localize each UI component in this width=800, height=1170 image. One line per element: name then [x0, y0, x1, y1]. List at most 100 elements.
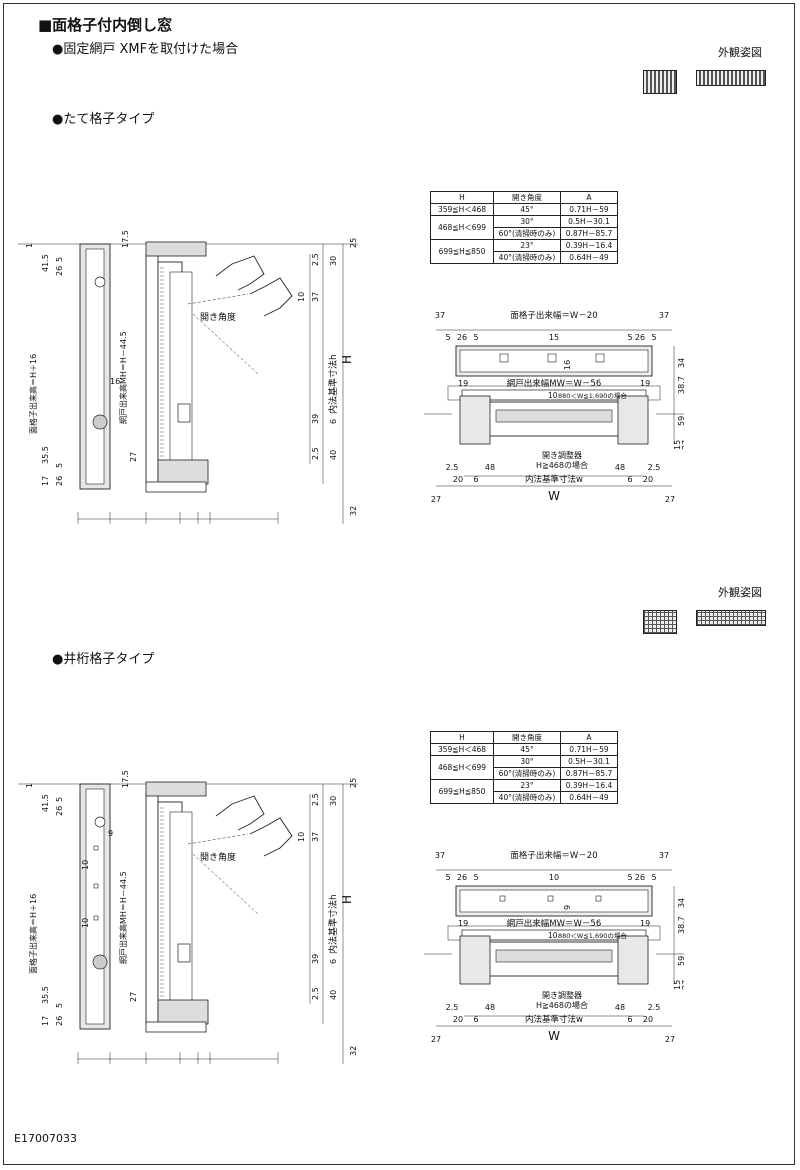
drawing-part	[547, 895, 554, 902]
dim-label: 26	[55, 266, 64, 276]
vertical-grille-small-icon	[643, 70, 677, 94]
dim-label: 25	[349, 778, 358, 788]
page-subtitle: ●固定網戸 XMFを取付けた場合	[52, 42, 239, 57]
dim-label: 19	[640, 919, 650, 928]
dim-label: 37	[435, 311, 445, 320]
table-cell: 0.39H－16.4	[560, 239, 618, 252]
dim-label: 15	[673, 980, 682, 990]
drawing-part	[169, 811, 193, 1003]
table-cell: 0.39H－16.4	[560, 779, 618, 792]
dim-label: 34	[677, 358, 684, 368]
dim-label: 2.5	[648, 463, 661, 472]
dim-label: 37	[435, 851, 445, 860]
table-cell: 0.71H－59	[560, 743, 618, 756]
table-header: 開き角度	[493, 731, 561, 744]
dim-label: 37	[659, 311, 669, 320]
adjuster-condition: H≧468の場合	[536, 460, 588, 470]
drawing-part	[447, 385, 661, 401]
table-cell: 0.5H－30.1	[560, 215, 618, 228]
dim-label: 32	[349, 1046, 358, 1056]
dim-label: 27	[129, 992, 138, 1002]
appearance-label: 外観姿図	[718, 46, 762, 59]
dim-label: 15	[673, 440, 682, 450]
dim-label: 2.5	[446, 463, 459, 472]
sash-profile	[249, 277, 293, 317]
range-note: 880＜W≦1,690の場合	[558, 391, 627, 400]
dim-label: 16	[110, 377, 120, 386]
table-header: A	[560, 191, 618, 204]
table-row: 60°(清掃時のみ)0.87H－85.7	[431, 227, 618, 240]
table-cell: 40°(清掃時のみ)	[493, 251, 561, 264]
adjuster-condition: H≧468の場合	[536, 1000, 588, 1010]
drawing-part	[93, 845, 99, 851]
dim-label: 20	[643, 1015, 653, 1024]
dim-label: 26	[635, 873, 645, 882]
table-cell: 0.64H－49	[560, 251, 618, 264]
dim-label: 37	[659, 851, 669, 860]
dim-label: 26	[457, 873, 467, 882]
dim-label: 5	[445, 873, 450, 882]
drawing-part	[459, 395, 491, 445]
dim-label: 5	[55, 1003, 64, 1008]
drawing-part	[595, 353, 605, 363]
dim-label: 5	[473, 333, 478, 342]
table-cell: 468≦H＜699	[430, 755, 494, 780]
dim-label: 27	[129, 452, 138, 462]
table-header: 開き角度	[493, 191, 561, 204]
face-height-label: 面格子出来高＝H＋16	[28, 894, 38, 974]
dim-label: 19	[458, 919, 468, 928]
drawing-part	[547, 353, 557, 363]
drawing-part	[447, 925, 661, 941]
table-cell: 359≦H＜468	[430, 743, 494, 756]
drawing-part	[495, 409, 613, 423]
dim-label: 59	[677, 956, 684, 966]
drawing-part	[495, 949, 613, 963]
dim-label: 32	[349, 506, 358, 516]
inner-h-label: 内法基準寸法h	[327, 894, 339, 954]
drawing-part	[157, 459, 209, 485]
dim-label: 2.5	[311, 793, 320, 806]
dim-label: 35.5	[41, 986, 50, 1004]
W-label: W	[548, 1029, 560, 1043]
dim-label: 26	[55, 1016, 64, 1026]
dim-label: 5	[627, 333, 632, 342]
dim-label: 2.5	[446, 1003, 459, 1012]
dim-label: 26	[635, 333, 645, 342]
dim-label: 10	[548, 931, 558, 940]
dim-label: 40	[329, 450, 338, 460]
drawing-part	[145, 481, 207, 493]
section-title: ●たて格子タイプ	[52, 112, 155, 127]
dim-label: 41.5	[41, 254, 50, 272]
dim-label: 6	[473, 1015, 478, 1024]
dim-label: 15	[549, 333, 559, 342]
sash-handle	[215, 795, 265, 831]
adjuster-label: 開き調整器	[542, 450, 582, 460]
screen-height-label: 網戸出来高MH＝H－44.5	[118, 871, 128, 964]
bracket-icon	[92, 954, 108, 970]
grille-width-label: 面格子出来幅＝W－20	[510, 850, 597, 861]
table-cell: 359≦H＜468	[430, 203, 494, 216]
page-frame	[3, 3, 795, 1165]
dim-label: 40	[329, 990, 338, 1000]
dim-label: 1	[25, 783, 34, 788]
dim-label: 30	[329, 256, 338, 266]
dim-label: 38.7	[677, 916, 684, 934]
dim-label: 27	[431, 1035, 441, 1044]
drawing-line	[187, 293, 249, 305]
dim-label: 10	[549, 873, 559, 882]
dim-label: 10	[297, 292, 306, 302]
document-code: E17007033	[14, 1132, 77, 1145]
dim-label: 20	[453, 1015, 463, 1024]
table-cell: 40°(清掃時のみ)	[493, 791, 561, 804]
dim-label: 16	[563, 360, 572, 370]
dim-label: 6	[329, 959, 338, 964]
drawing-part	[459, 935, 491, 985]
